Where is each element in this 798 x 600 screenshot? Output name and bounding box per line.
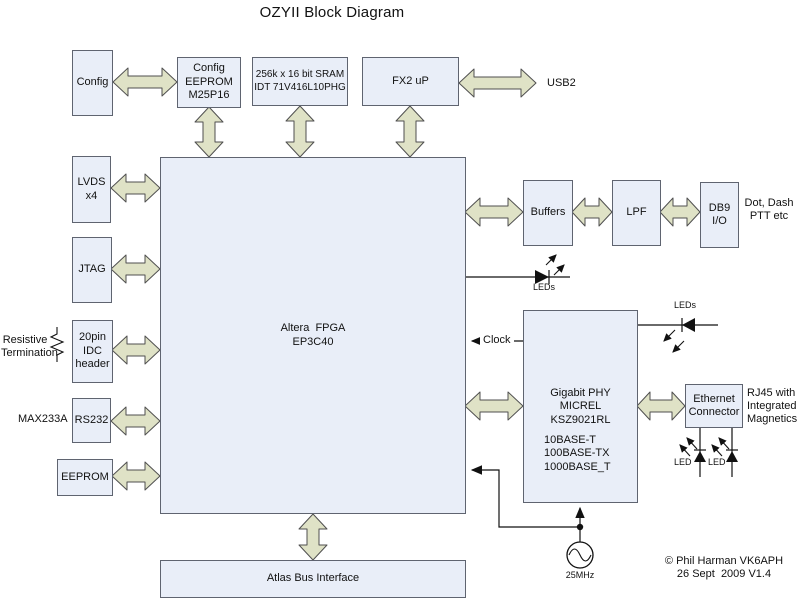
bus-arrows xyxy=(110,67,701,561)
block-lpf-label: LPF xyxy=(626,206,647,219)
oscillator-network xyxy=(470,465,594,569)
block-config: Config xyxy=(72,50,113,116)
eth-led-right-label: LED xyxy=(708,457,726,467)
arrow-fpga-atlas xyxy=(298,513,328,561)
max233a-label: MAX233A xyxy=(18,413,68,425)
arrow-fx2-usb2 xyxy=(458,68,537,98)
block-config-eeprom: Config EEPROM M25P16 xyxy=(177,57,241,108)
block-phy: Gigabit PHY MICREL KSZ9021RL 10BASE-T 10… xyxy=(523,310,638,503)
arrow-lvds-fpga xyxy=(110,173,161,203)
block-config-eeprom-label: Config EEPROM M25P16 xyxy=(185,62,233,102)
block-sram: 256k x 16 bit SRAM IDT 71V416L10PHG xyxy=(252,57,348,106)
arrow-lpf-db9 xyxy=(659,197,701,227)
block-db9-label: DB9 I/O xyxy=(708,201,731,227)
clock-label: Clock xyxy=(480,334,514,348)
block-atlas-bus-label: Atlas Bus Interface xyxy=(266,572,360,585)
block-phy-modes-label: 10BASE-T 100BASE-TX 1000BASE_T xyxy=(544,434,611,473)
block-idc-header: 20pin IDC header xyxy=(72,320,113,383)
ethernet-leds-wires xyxy=(679,428,738,477)
block-fpga: Altera FPGA EP3C40 xyxy=(160,157,466,514)
block-jtag: JTAG xyxy=(72,237,112,303)
arrow-jtag-fpga xyxy=(110,254,161,284)
led-diode-icon xyxy=(535,270,549,284)
arrow-cfgeeprom-fpga xyxy=(194,106,224,158)
arrow-buffers-lpf xyxy=(571,197,613,227)
arrow-sram-fpga xyxy=(285,105,315,158)
block-fx2-label: FX2 uP xyxy=(392,74,429,87)
usb2-label: USB2 xyxy=(547,77,576,89)
block-lpf: LPF xyxy=(612,180,661,246)
led-diode-icon xyxy=(682,318,695,332)
fpga-leds-label: LEDs xyxy=(532,282,555,292)
eth-led-left-label: LED xyxy=(674,457,692,467)
block-eeprom: EEPROM xyxy=(57,459,113,496)
block-buffers: Buffers xyxy=(523,180,573,246)
arrow-rs232-fpga xyxy=(110,406,161,436)
dot-dash-ptt-label: Dot, Dash PTT etc xyxy=(744,197,794,223)
led-diode-icon xyxy=(726,451,738,462)
fpga-leds-wire xyxy=(465,254,570,284)
copyright-label: © Phil Harman VK6APH 26 Sept 2009 V1.4 xyxy=(664,555,784,581)
resistive-termination-label: Resistive Termination xyxy=(1,334,58,360)
block-fx2: FX2 uP xyxy=(362,57,459,106)
block-fpga-label: Altera FPGA EP3C40 xyxy=(280,322,346,348)
block-idc-header-label: 20pin IDC header xyxy=(75,331,110,371)
block-jtag-label: JTAG xyxy=(78,263,106,276)
block-lvds-label: LVDS x4 xyxy=(77,176,106,202)
arrow-eeprom-fpga xyxy=(111,461,161,491)
resistor-icon xyxy=(49,327,65,362)
block-rs232-label: RS232 xyxy=(74,413,109,426)
osc-freq-label: 25MHz xyxy=(565,570,595,580)
arrow-phy-ethernet xyxy=(636,391,686,421)
block-db9: DB9 I/O xyxy=(700,182,739,248)
page-title: OZYII Block Diagram xyxy=(259,4,405,21)
block-config-label: Config xyxy=(76,76,109,89)
phy-leds-label: LEDs xyxy=(673,300,696,310)
block-sram-label: 256k x 16 bit SRAM IDT 71V416L10PHG xyxy=(254,69,346,93)
rj45-label: RJ45 with Integrated Magnetics xyxy=(747,387,798,426)
block-ethernet-connector: Ethernet Connector xyxy=(685,384,743,428)
phy-leds-wire xyxy=(637,318,718,353)
block-lvds: LVDS x4 xyxy=(72,156,111,223)
arrow-config-eeprom xyxy=(112,67,178,97)
block-atlas-bus: Atlas Bus Interface xyxy=(160,560,466,598)
arrow-idc-fpga xyxy=(111,335,161,365)
block-phy-chip-label: Gigabit PHY MICREL KSZ9021RL xyxy=(550,387,611,426)
block-rs232: RS232 xyxy=(72,398,111,443)
block-eeprom-label: EEPROM xyxy=(61,470,109,483)
arrow-fpga-phy xyxy=(464,391,524,421)
block-buffers-label: Buffers xyxy=(530,206,566,219)
arrow-fx2-fpga xyxy=(395,105,425,158)
arrow-fpga-buffers xyxy=(464,197,524,227)
block-ethernet-connector-label: Ethernet Connector xyxy=(688,392,740,418)
led-diode-icon xyxy=(694,451,706,462)
